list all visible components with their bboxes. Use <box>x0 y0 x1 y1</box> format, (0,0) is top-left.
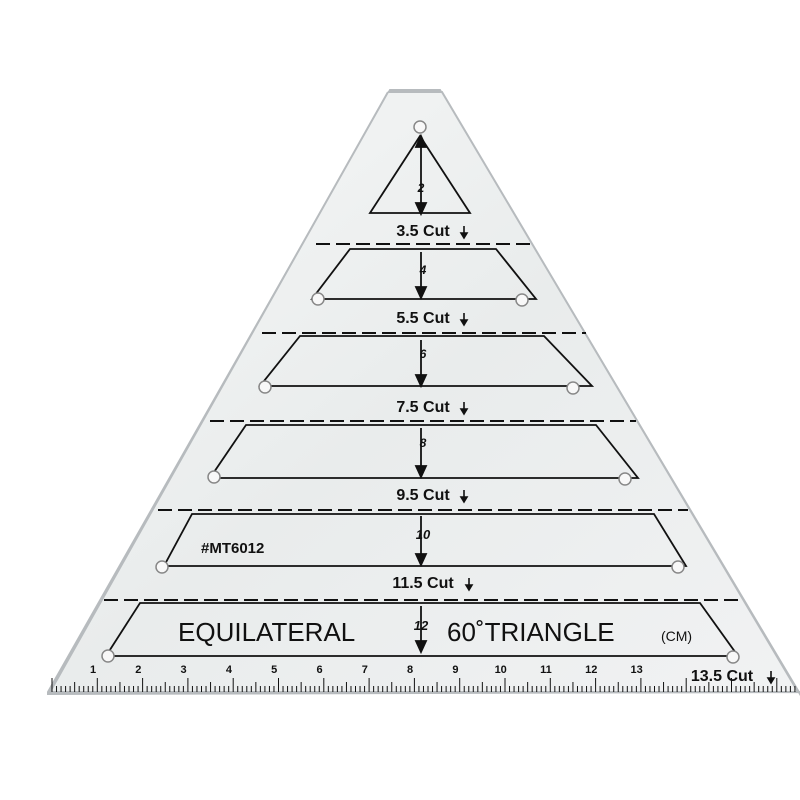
arrow-head-down-icon <box>414 286 428 301</box>
arrow-head-down-icon <box>414 374 428 389</box>
outline-trapezoid-1 <box>310 248 538 300</box>
down-arrow-icon <box>459 226 469 240</box>
down-arrow-icon <box>464 578 474 592</box>
down-arrow-icon <box>459 490 469 504</box>
down-arrow-icon <box>766 671 776 685</box>
ruler-number: 2 <box>135 664 141 676</box>
arrow-head-down-icon <box>414 202 428 217</box>
ruler-number: 12 <box>585 664 597 676</box>
ruler-number: 6 <box>316 664 322 676</box>
height-label: 6 <box>420 347 427 361</box>
cut-label: 13.5 Cut <box>691 668 754 685</box>
pin-hole-top <box>413 120 427 134</box>
pin-hole <box>258 380 272 394</box>
acrylic-body-fill <box>50 92 798 692</box>
pin-hole <box>618 472 632 486</box>
outline-trapezoid-3 <box>208 424 640 479</box>
cut-lines <box>104 243 740 601</box>
ruler-number: 1 <box>90 664 96 676</box>
cut-label: 11.5 Cut <box>392 575 454 592</box>
title-triangle: 60˚TRIANGLE <box>447 617 615 647</box>
height-label: 4 <box>419 263 427 277</box>
ruler-ticks <box>51 678 796 692</box>
outline-trapezoid-2 <box>258 335 595 387</box>
cut-label: 9.5 Cut <box>396 487 450 504</box>
ruler-number: 7 <box>362 664 368 676</box>
cut-label: 5.5 Cut <box>396 310 450 327</box>
ruler-number: 10 <box>495 664 507 676</box>
ruler-number: 3 <box>181 664 187 676</box>
title-equilateral: EQUILATERAL <box>178 617 355 647</box>
arrow-head-down-icon <box>414 553 428 568</box>
pin-holes <box>101 120 740 664</box>
height-label: 2 <box>417 181 425 195</box>
arrow-head-down-icon <box>414 640 428 655</box>
height-label: 10 <box>416 527 431 542</box>
pin-hole <box>101 649 115 663</box>
pin-hole <box>515 293 529 307</box>
pin-hole <box>311 292 325 306</box>
ruler-number: 13 <box>630 664 642 676</box>
pin-hole <box>155 560 169 574</box>
title-unit: (CM) <box>661 628 692 644</box>
center-arrows <box>414 133 428 655</box>
cut-arrows <box>459 226 776 685</box>
height-label: 8 <box>420 436 427 450</box>
arrow-head-down-icon <box>414 465 428 480</box>
down-arrow-icon <box>459 402 469 416</box>
cut-label: 3.5 Cut <box>396 223 450 240</box>
pin-hole <box>207 470 221 484</box>
pin-hole <box>671 560 685 574</box>
ruler-number: 5 <box>271 664 277 676</box>
product-code: #MT6012 <box>201 540 264 557</box>
ruler-number: 9 <box>452 664 458 676</box>
cut-label: 7.5 Cut <box>396 399 450 416</box>
acrylic-edge <box>48 91 800 693</box>
pin-hole <box>566 381 580 395</box>
ruler-number: 8 <box>407 664 413 676</box>
ruler-number: 4 <box>226 664 233 676</box>
pin-hole <box>726 650 740 664</box>
height-label: 12 <box>414 618 429 633</box>
arrow-head-up-icon <box>414 133 428 148</box>
down-arrow-icon <box>459 313 469 327</box>
ruler-number: 11 <box>540 664 552 676</box>
outline-trapezoid-4 <box>162 513 688 567</box>
